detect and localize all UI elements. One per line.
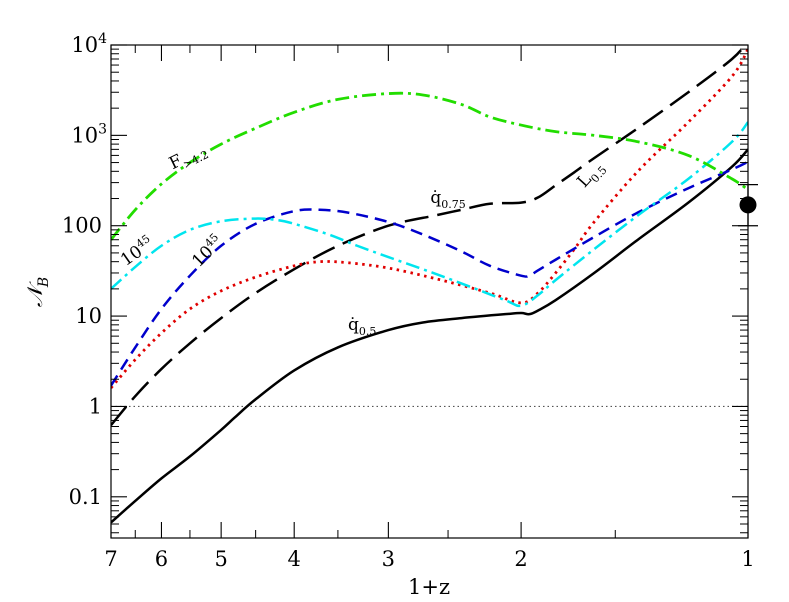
tick-layer: 0.1 1 10 100 103 104 7 6 5 4 3 2 1 [62,31,755,571]
series-line-cyan45 [111,121,748,308]
y-tick-label: 10 [75,304,102,328]
curve-label-q075: q̇0.75 [430,188,465,211]
plot-frame [110,44,749,539]
y-tick-label: 104 [71,31,107,57]
x-tick-label: 6 [155,547,168,571]
series-line-L05 [111,48,748,389]
y-tick-label: 1 [89,394,102,418]
curve-label-F42: F>4.2 [166,139,211,177]
series-line-q075 [111,45,747,427]
series-layer [111,45,748,524]
series-line-F42 [111,91,748,241]
x-axis-label: 1+z [408,575,450,599]
curve-label-L05: L0.5 [573,157,609,194]
y-tick-label: 103 [71,121,107,147]
x-tick-label: 3 [382,547,395,571]
series-line-blue45 [111,160,748,387]
series-line-q05 [111,148,748,524]
y-tick-label: 100 [62,214,102,238]
y-tick-label: 0.1 [69,485,102,509]
x-tick-label: 4 [288,547,301,571]
svg-text:𝒩B: 𝒩B [23,277,52,307]
y-axis-label-sub: B [36,277,52,288]
curve-label-blue45: 1045 [187,231,228,272]
y-axis-label: 𝒩B [23,277,52,307]
x-tick-label: 1 [741,547,754,571]
curve-label-q05: q̇0.5 [348,315,376,338]
x-tick-label: 5 [214,547,227,571]
x-tick-label: 2 [514,547,527,571]
x-tick-label: 7 [104,547,117,571]
